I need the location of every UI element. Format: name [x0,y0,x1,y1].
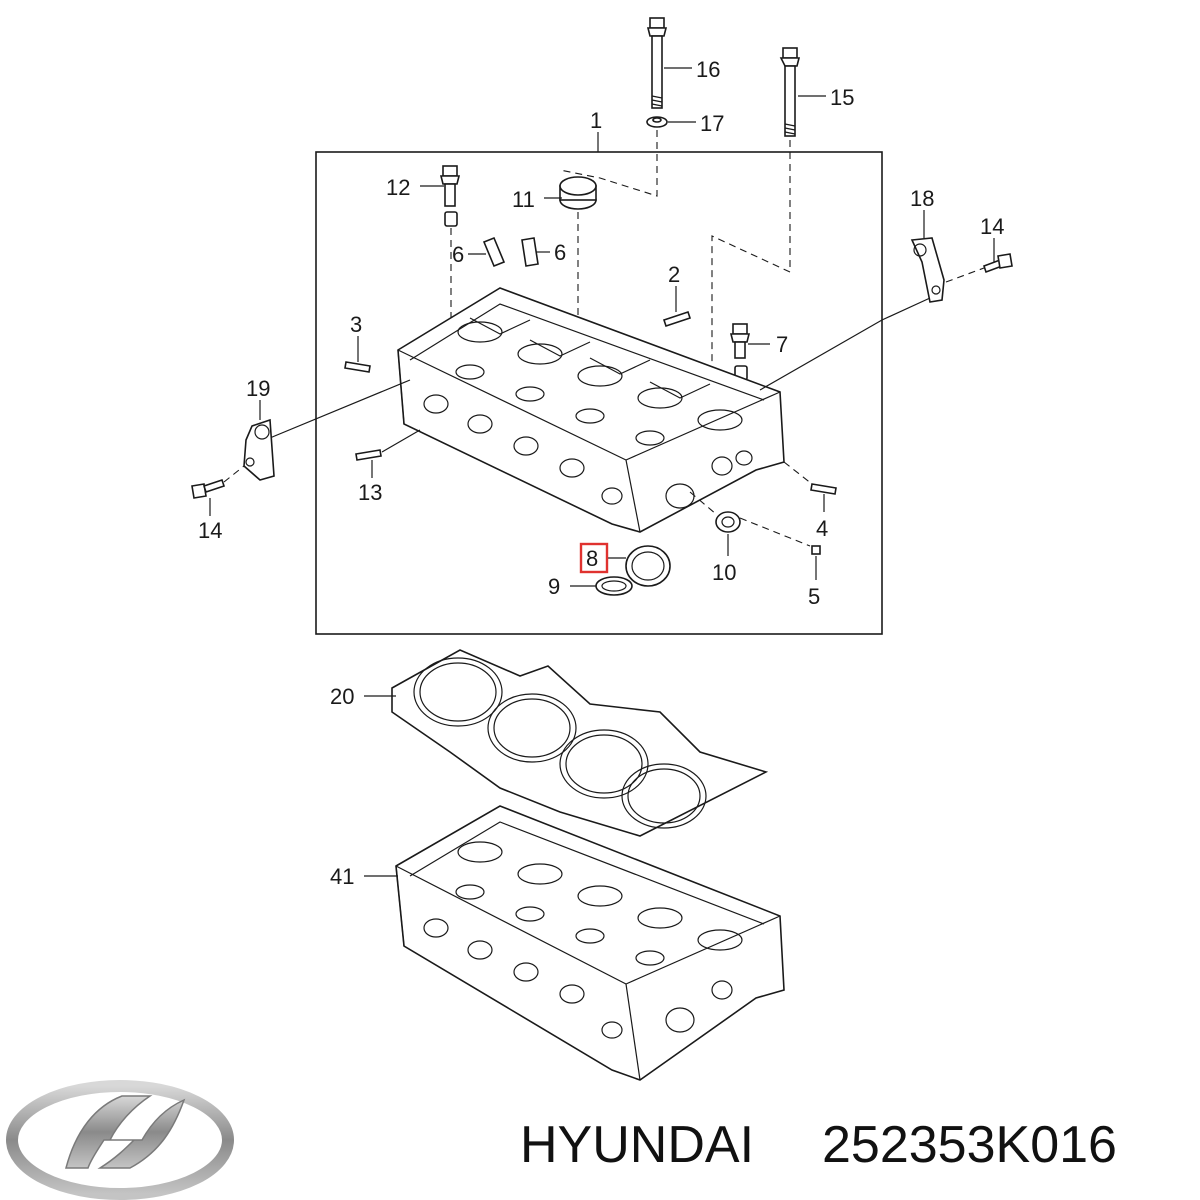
callout-5: 5 [808,584,820,609]
callout-12: 12 [386,175,410,200]
head-gasket-20 [391,649,769,837]
hyundai-logo-icon [6,1080,234,1200]
callout-3: 3 [350,312,362,337]
bolt-7 [729,323,751,381]
brand-name: HYUNDAI [520,1116,754,1174]
callout-6-right: 6 [554,240,566,265]
bracket-19 [243,418,275,481]
bolt-14-left [191,478,226,499]
callout-2: 2 [668,262,680,287]
callout-10: 10 [712,560,736,585]
highlight-box-8 [579,542,609,574]
bracket-18 [910,237,945,303]
gasket-9 [595,576,633,596]
stud-3 [344,361,371,373]
callout-15: 15 [830,85,854,110]
callout-14-right: 14 [980,214,1004,239]
stud-4 [810,483,837,495]
callout-41: 41 [330,864,354,889]
callout-18: 18 [910,186,934,211]
callout-19: 19 [246,376,270,401]
bolt-16 [646,17,668,109]
callout-8: 8 [586,546,598,571]
callout-6-left: 6 [452,242,464,267]
callout-14-left: 14 [198,518,222,543]
part-number: 252353K016 [822,1116,1117,1174]
stud-2 [662,310,692,328]
stud-13 [355,449,382,461]
plug-11 [559,176,597,210]
callout-17: 17 [700,111,724,136]
callout-13: 13 [358,480,382,505]
callout-9: 9 [548,574,560,599]
seal-10 [715,511,741,533]
pin-5 [811,545,821,555]
dowel-pin-6-right [521,237,539,267]
assembly-frame [315,151,883,635]
callout-4: 4 [816,516,828,541]
callout-1: 1 [590,108,602,133]
dowel-pin-6-left [482,236,506,268]
callout-11: 11 [512,187,535,212]
bolt-15 [779,47,801,137]
bolt-12 [439,165,461,227]
callout-20: 20 [330,684,354,709]
callout-16: 16 [696,57,720,82]
bolt-14-right [982,253,1013,274]
cylinder-head-assembly-1 [397,287,785,533]
cylinder-head-41 [395,805,785,1081]
washer-17 [646,116,668,128]
callout-7: 7 [776,332,788,357]
o-ring-8 [625,545,671,587]
